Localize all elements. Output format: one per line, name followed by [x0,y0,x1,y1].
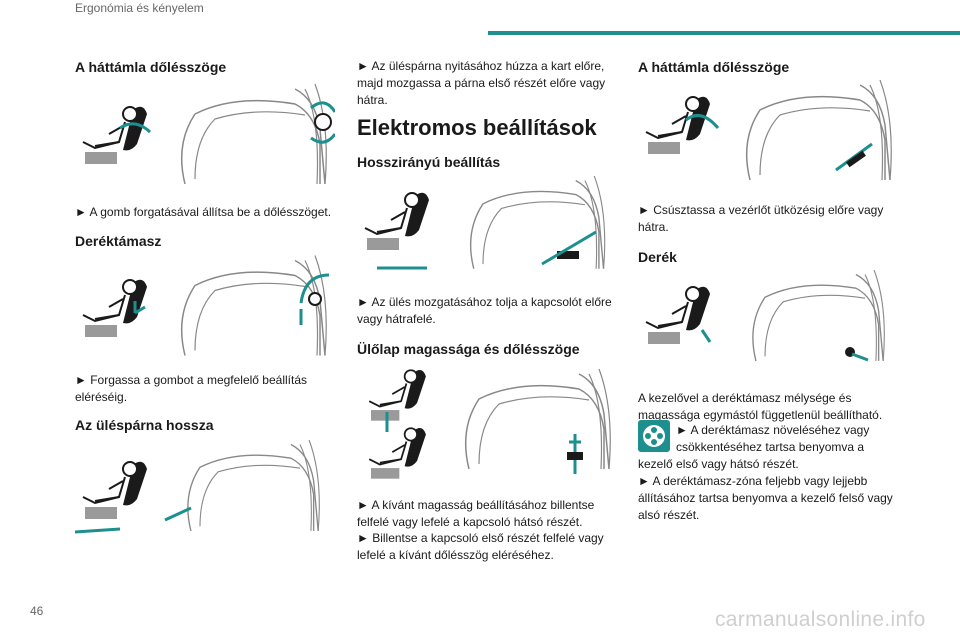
header-accent-bar [488,31,960,35]
text-lumbar-intro: A kezelővel a deréktámasz mélysége és ma… [638,391,883,422]
text-backrest-electric: ► Csúsztassa a vezérlőt ütközésig előre … [638,203,884,234]
text-cushion-length: ► Az üléspárna nyitásához húzza a kart e… [357,59,606,107]
text-height-tilt-1: ► A kívánt magasság beállításához billen… [357,498,595,529]
text-lumbar-1a: ► A deréktámasz növeléséhez vagy [676,423,870,437]
figure-longitudinal [357,176,619,278]
figure-lumbar-manual [75,253,335,368]
text-height-tilt-2: ► Billentse a kapcsoló első részét felfe… [357,531,604,562]
figure-lumbar-electric [638,270,900,370]
heading-backrest-electric: A háttámla dőlésszöge [638,59,790,75]
heading-longitudinal: Hosszirányú beállítás [357,154,501,170]
text-lumbar-1c: kezelő első vagy hátsó részét. [638,457,799,471]
heading-lumbar-manual: Deréktámasz [75,233,162,249]
heading-backrest-manual: A háttámla dőlésszöge [75,59,227,75]
figure-cushion-length [75,440,335,540]
heading-height-tilt: Ülőlap magassága és dőlésszöge [357,341,580,357]
heading-cushion-length: Az üléspárna hossza [75,417,214,433]
lumbar-control-icon [638,420,670,457]
heading-electric: Elektromos beállítások [357,115,597,140]
text-lumbar-2: ► A deréktámasz-zóna feljebb vagy lejjeb… [638,474,893,522]
watermark: carmanualsonline.info [715,608,926,631]
figure-backrest-electric [638,80,900,190]
text-longitudinal: ► Az ülés mozgatásához tolja a kapcsolót… [357,295,612,326]
heading-lumbar-electric: Derék [638,249,677,265]
text-backrest-manual: ► A gomb forgatásával állítsa be a dőlés… [75,205,332,219]
figure-height-tilt [357,364,619,484]
text-lumbar-1b: csökkentéséhez tartsa benyomva a [676,440,865,454]
section-title: Ergonómia és kényelem [75,1,204,15]
figure-backrest-manual [75,80,335,198]
page-number: 46 [30,604,44,618]
text-lumbar-manual: ► Forgassa a gombot a megfelelő beállítá… [75,373,308,404]
